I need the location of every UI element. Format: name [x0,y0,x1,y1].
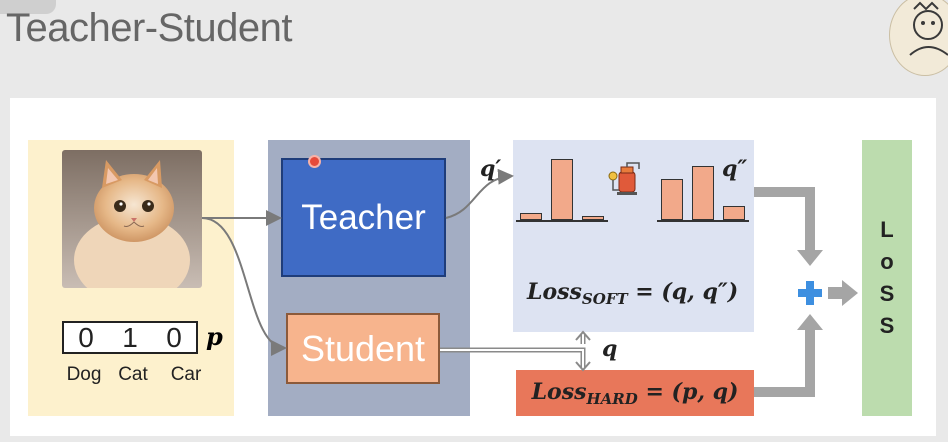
chart-baseline [516,220,608,222]
prob-bar [551,159,573,220]
class-caption-dog: Dog [66,364,102,385]
distillation-still-icon [607,160,643,201]
plus-icon [797,280,823,306]
label-value: 1 [122,322,138,353]
q-label: q [602,336,618,362]
prob-bar [661,179,683,220]
hard-to-plus-arrow [754,330,815,397]
label-value: 0 [78,322,94,353]
soft-loss-subscript: SOFT [581,290,628,308]
record-dot-icon [308,155,321,168]
loss-letter: S [879,281,895,306]
prob-bar [692,166,714,220]
loss-letter: o [880,249,894,274]
prob-bar [520,213,542,220]
class-caption-car: Car [170,364,202,385]
q-prime-label: q′ [480,156,502,182]
class-caption-cat: Cat [118,364,148,385]
loss-letter: L [880,217,894,242]
hard-loss-name: Loss [531,378,587,405]
soft-loss-rhs: = (q, q″) [627,279,739,305]
soft-to-plus-arrow [754,187,815,250]
teacher-label: Teacher [301,197,426,237]
top-corner-tab [0,0,56,14]
teacher-model-box: Teacher [281,158,446,277]
prob-bar [582,216,604,220]
chart-baseline [657,220,749,222]
hard-loss-rhs: = (p, q) [637,378,739,405]
slide-title: Teacher-Student [6,6,293,50]
hard-loss-equation: LossHARD = (p, q) [532,379,739,408]
soft-loss-name: Loss [527,279,582,305]
total-loss-column: L o S S [862,140,912,416]
student-to-hard-arrow [440,347,586,368]
student-label: Student [300,327,426,369]
label-symbol-p: p [206,322,223,351]
one-hot-label-vector: 0 1 0 [62,321,198,354]
plus-to-loss-arrow [828,287,842,299]
loss-letter: S [879,313,895,338]
author-avatar-icon [889,0,948,76]
soft-loss-equation: LossSOFT = (q, q″) [527,279,738,308]
hard-loss-box: LossHARD = (p, q) [516,370,754,416]
image-to-student-arrow [201,217,287,356]
student-model-box: Student [286,313,440,384]
label-value: 0 [166,322,182,353]
teacher-to-soft-arrow [445,168,514,219]
prob-bar [723,206,745,220]
cat-photo [62,150,202,288]
q-double-prime-label: q″ [722,156,748,182]
hard-loss-subscript: HARD [586,389,638,408]
